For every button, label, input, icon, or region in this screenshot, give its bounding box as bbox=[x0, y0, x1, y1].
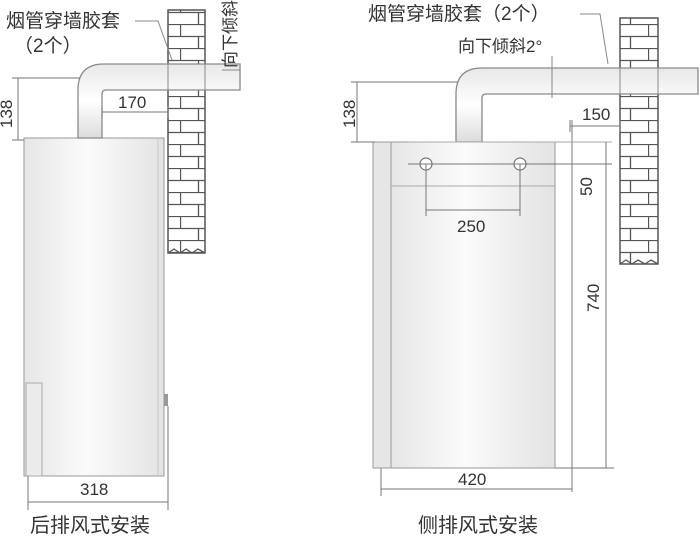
left-slope-label: 向下倾斜2° bbox=[221, 0, 240, 68]
right-dim-420-label: 420 bbox=[458, 470, 486, 489]
right-dim-138-label: 138 bbox=[340, 100, 359, 128]
right-dim-250: 250 bbox=[425, 164, 521, 236]
right-water-heater bbox=[372, 141, 556, 469]
rear-exhaust-diagram: 烟管穿墙胶套 （2个） 向下倾斜2° 138 170 318 后排风式安装 bbox=[0, 0, 241, 537]
right-dim-420: 420 bbox=[380, 468, 572, 496]
left-sleeve-label-line2: （2个） bbox=[14, 35, 82, 57]
left-caption: 后排风式安装 bbox=[30, 514, 150, 537]
right-sleeve-leader bbox=[580, 13, 609, 65]
right-dim-50-label: 50 bbox=[577, 177, 596, 196]
left-brick-wall bbox=[167, 9, 206, 254]
right-dim-250-label: 250 bbox=[457, 217, 485, 236]
left-dim-138-label: 138 bbox=[0, 100, 16, 128]
right-dim-150: 150 bbox=[569, 105, 621, 132]
right-sleeve-label: 烟管穿墙胶套（2个） bbox=[368, 3, 550, 25]
left-sleeve-label-line1: 烟管穿墙胶套 bbox=[6, 10, 120, 32]
left-dim-138: 138 bbox=[0, 77, 80, 141]
right-dim-740-label: 740 bbox=[584, 284, 603, 312]
right-brick-wall bbox=[619, 17, 659, 265]
right-dim-740: 740 bbox=[555, 164, 614, 469]
right-dim-138: 138 bbox=[340, 81, 458, 143]
left-dim-170-label: 170 bbox=[118, 93, 146, 112]
side-exhaust-diagram: 烟管穿墙胶套（2个） 向下倾斜2° 138 150 50 bbox=[340, 3, 699, 537]
left-dim-170: 170 bbox=[101, 93, 169, 118]
right-dim-50: 50 bbox=[408, 141, 612, 196]
right-dim-150-label: 150 bbox=[582, 105, 610, 124]
right-slope-label: 向下倾斜2° bbox=[458, 37, 542, 56]
left-dim-318: 318 bbox=[27, 406, 169, 510]
left-water-heater bbox=[23, 137, 168, 477]
left-dim-318-label: 318 bbox=[80, 480, 108, 499]
left-sleeve-leader bbox=[135, 20, 173, 61]
right-caption: 侧排风式安装 bbox=[418, 514, 538, 537]
right-flue-pipe bbox=[455, 67, 699, 143]
left-flue-pipe bbox=[77, 63, 241, 139]
